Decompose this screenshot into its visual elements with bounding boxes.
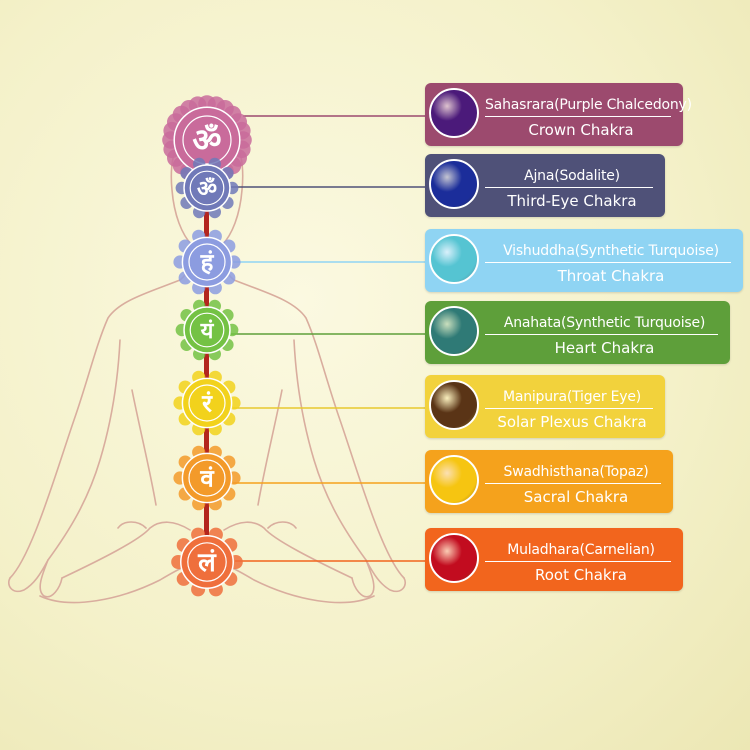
card-sacral: Swadhisthana(Topaz) Sacral Chakra [425,450,673,513]
chakra-glyph: हं [200,248,215,276]
divider [485,408,653,409]
chakra-glyph: ॐ [197,177,217,202]
chakra-symbol-throat: हं [173,230,240,295]
chakra-name: Ajna(Sodalite) [485,166,659,186]
chakra-name: Swadhisthana(Topaz) [485,462,667,482]
divider [485,262,731,263]
divider [485,561,671,562]
chakra-symbol-solar-plexus: रं [173,371,240,436]
right-torso-outline [222,245,404,578]
chakra-glyph: रं [201,389,213,417]
chakra-symbol-heart: यं [176,300,239,360]
right-hand [352,560,405,597]
divider [485,334,718,335]
chakra-name: Anahata(Synthetic Turquoise) [485,313,724,333]
chakra-glyph: वं [199,464,215,492]
left-hand [9,560,62,597]
chakra-subtitle: Sacral Chakra [485,487,667,507]
chakra-subtitle: Solar Plexus Chakra [485,412,659,432]
chakra-subtitle: Crown Chakra [485,120,677,140]
chakra-glyph: ॐ [192,121,221,159]
right-inner-arm [294,340,366,560]
card-third-eye: Ajna(Sodalite) Third-Eye Chakra [425,154,665,217]
stone-bead-icon [429,159,479,209]
chakra-name: Manipura(Tiger Eye) [485,387,659,407]
stone-bead-icon [429,380,479,430]
chakra-name: Vishuddha(Synthetic Turquoise) [485,241,737,261]
chakra-glyph: लं [197,548,217,578]
chakra-name: Muladhara(Carnelian) [485,540,677,560]
chakra-glyph: यं [200,319,215,344]
stone-bead-icon [429,533,479,583]
left-inner-arm [48,340,120,560]
card-crown: Sahasrara(Purple Chalcedony) Crown Chakra [425,83,683,146]
chakra-name: Sahasrara(Purple Chalcedony) [485,95,677,115]
stone-bead-icon [429,455,479,505]
chakra-symbol-root: लं [171,528,243,597]
card-throat: Vishuddha(Synthetic Turquoise) Throat Cha… [425,229,743,292]
stone-bead-icon [429,234,479,284]
left-torso-outline [10,245,192,578]
stone-bead-icon [429,88,479,138]
stone-bead-icon [429,306,479,356]
chakra-subtitle: Throat Chakra [485,266,737,286]
divider [485,483,661,484]
divider [485,187,653,188]
chakra-subtitle: Heart Chakra [485,338,724,358]
card-root: Muladhara(Carnelian) Root Chakra [425,528,683,591]
chakra-subtitle: Third-Eye Chakra [485,191,659,211]
divider [485,116,671,117]
left-waist [132,390,156,505]
card-solar-plexus: Manipura(Tiger Eye) Solar Plexus Chakra [425,375,665,438]
chakra-symbol-sacral: वं [173,446,240,511]
card-heart: Anahata(Synthetic Turquoise) Heart Chakra [425,301,730,364]
chakra-subtitle: Root Chakra [485,565,677,585]
